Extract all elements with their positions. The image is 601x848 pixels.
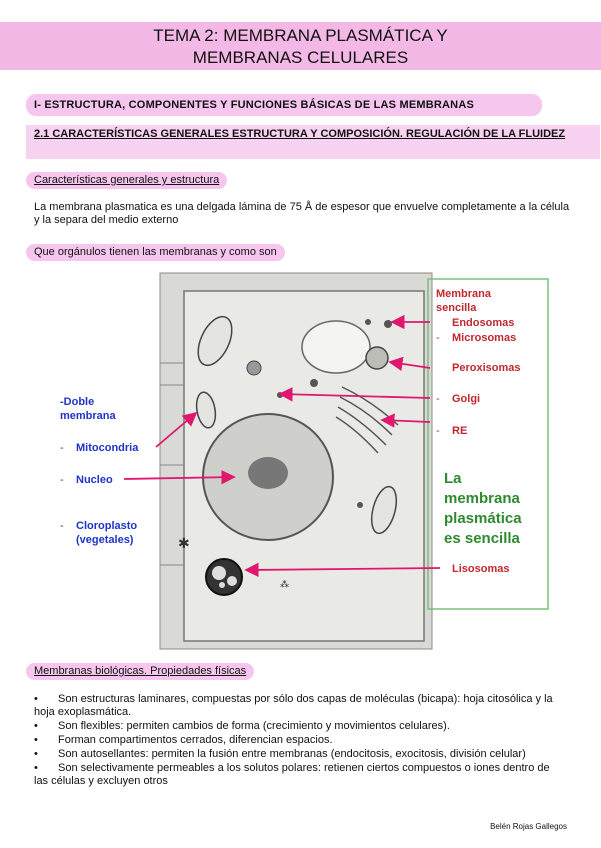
arrows xyxy=(123,314,441,578)
mitochondrion xyxy=(195,391,217,429)
section-heading-2-text: 2.1 CARACTERÍSTICAS GENERALES ESTRUCTURA… xyxy=(34,128,566,140)
properties-list: •Son estructuras laminares, compuestas p… xyxy=(34,693,564,789)
subheading-caracteristicas-text: Características generales y estructura xyxy=(34,174,220,186)
right-title-2: sencilla xyxy=(436,302,477,314)
paragraph-membrana: La membrana plasmatica es una delgada lá… xyxy=(34,201,570,226)
title-line-2: MEMBRANAS CELULARES xyxy=(192,48,409,67)
label-endosomas: Endosomas xyxy=(452,317,514,329)
label-re: RE xyxy=(452,425,467,437)
list-item: • Son autosellantes: permiten la fusión e… xyxy=(34,748,564,761)
subheading-caracteristicas: Características generales y estructura xyxy=(26,172,228,189)
bullet-dot: • xyxy=(34,734,38,746)
arrow-mitocondria xyxy=(155,411,198,448)
svg-text:✱: ✱ xyxy=(178,535,190,551)
arrow-re xyxy=(380,413,431,428)
dash-mitocondria: - xyxy=(60,442,64,454)
cell-diagram: ✱ ⁂ Membrana sencilla Endosomas - Micros… xyxy=(60,272,549,650)
arrow-nucleo xyxy=(123,470,236,485)
list-item-text: Son flexibles: permiten cambios de forma… xyxy=(58,720,450,732)
callout-line-1: La xyxy=(444,470,462,487)
title-banner: TEMA 2: MEMBRANA PLASMÁTICA Y MEMBRANAS … xyxy=(0,22,601,70)
list-item: •Son estructuras laminares, compuestas p… xyxy=(34,693,564,719)
list-item-text: Son autosellantes: permiten la fusión en… xyxy=(58,748,526,760)
dash-re: - xyxy=(436,425,440,437)
subheading-propiedades-text: Membranas biológicas. Propiedades física… xyxy=(34,665,247,677)
callout-line-3: plasmática xyxy=(444,510,522,527)
dash-microsomas: - xyxy=(436,332,440,344)
mitochondrion xyxy=(370,485,398,535)
right-title-1: Membrana xyxy=(436,288,492,300)
bullet-dot: • xyxy=(34,720,38,732)
callout-line-2: membrana xyxy=(444,490,521,507)
bullet-dot: • xyxy=(34,748,38,760)
right-labels-frame xyxy=(427,278,549,610)
footer-author: Belén Rojas Gallegos xyxy=(490,822,567,831)
arrow-lisosomas xyxy=(244,562,441,578)
dash-nucleo: - xyxy=(60,474,64,486)
svg-text:⁂: ⁂ xyxy=(280,579,289,589)
label-microsomas: Microsomas xyxy=(452,332,516,344)
dash-cloroplasto: - xyxy=(60,520,64,532)
arrow-peroxisomas xyxy=(388,356,431,371)
list-item: •Son selectivamente permeables a los sol… xyxy=(34,762,564,788)
vacuole xyxy=(301,320,371,374)
peroxisome xyxy=(365,346,389,370)
arrow-golgi xyxy=(278,387,431,402)
label-golgi: Golgi xyxy=(452,393,480,405)
label-lisosomas: Lisosomas xyxy=(452,563,509,575)
left-title-1: -Doble xyxy=(60,396,94,408)
dash-golgi: - xyxy=(436,393,440,405)
label-mitocondria: Mitocondria xyxy=(76,442,139,454)
section-heading-2: 2.1 CARACTERÍSTICAS GENERALES ESTRUCTURA… xyxy=(26,125,600,159)
list-item-text: Son selectivamente permeables a los solu… xyxy=(34,762,550,787)
label-vegetales: (vegetales) xyxy=(76,534,134,546)
subheading-propiedades: Membranas biológicas. Propiedades física… xyxy=(26,663,255,680)
bullet-dot: • xyxy=(34,762,38,774)
label-nucleo: Nucleo xyxy=(76,474,113,486)
nucleolus xyxy=(248,457,288,489)
list-item-text: Forman compartimentos cerrados, diferenc… xyxy=(58,734,333,746)
section-heading-1: I- ESTRUCTURA, COMPONENTES Y FUNCIONES B… xyxy=(26,94,542,116)
title-line-1: TEMA 2: MEMBRANA PLASMÁTICA Y xyxy=(153,26,448,45)
list-item: • Son flexibles: permiten cambios de form… xyxy=(34,720,564,733)
label-peroxisomas: Peroxisomas xyxy=(452,362,520,374)
mitochondrion xyxy=(197,315,233,367)
left-title-2: membrana xyxy=(60,410,117,422)
list-item: • Forman compartimentos cerrados, diferen… xyxy=(34,734,564,747)
callout-line-4: es sencilla xyxy=(444,530,521,547)
bullet-dot: • xyxy=(34,693,38,705)
subheading-organulos: Que orgánulos tienen las membranas y com… xyxy=(26,244,285,261)
list-item-text: Son estructuras laminares, compuestas po… xyxy=(34,693,553,718)
label-cloroplasto: Cloroplasto xyxy=(76,520,137,532)
